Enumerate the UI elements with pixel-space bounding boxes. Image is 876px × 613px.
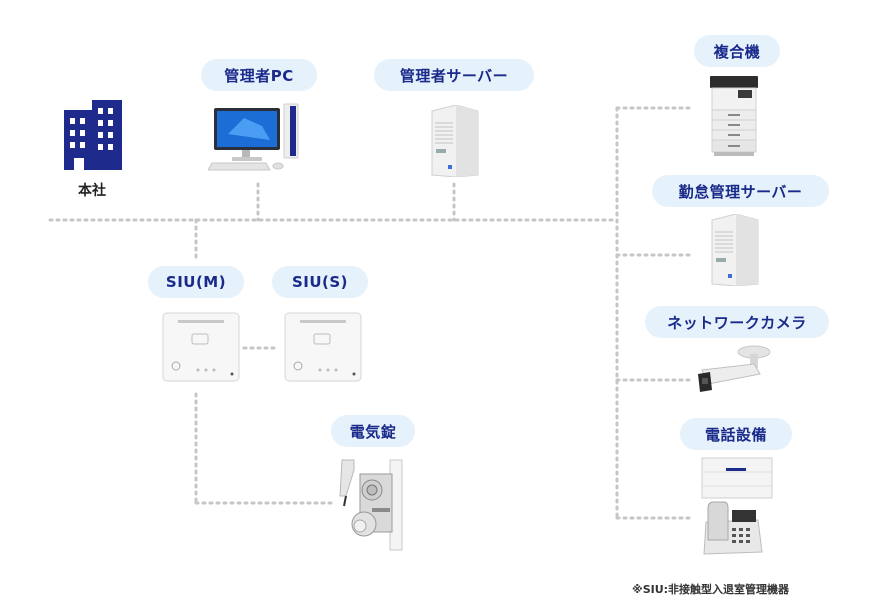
admin-server-icon xyxy=(426,105,482,177)
desk-phone-icon xyxy=(702,500,764,556)
headquarters-label: 本社 xyxy=(78,183,106,199)
mfp-label: 複合機 xyxy=(694,35,780,67)
siu-m-device-icon xyxy=(162,312,240,382)
admin-pc-label: 管理者PC xyxy=(201,59,317,91)
pbx-icon xyxy=(700,456,774,500)
phone-system-label: 電話設備 xyxy=(680,418,792,450)
network-camera-label: ネットワークカメラ xyxy=(645,306,829,338)
siu-s-device-icon xyxy=(284,312,362,382)
siu-footnote: ※SIU:非接触型入退室管理機器 xyxy=(632,583,790,596)
mfp-icon xyxy=(708,72,760,158)
admin-server-label: 管理者サーバー xyxy=(374,59,534,91)
attendance-server-icon xyxy=(706,214,762,286)
attendance-server-label: 勤怠管理サーバー xyxy=(652,175,829,207)
electric-lock-label: 電気錠 xyxy=(331,415,415,447)
desktop-pc-icon xyxy=(208,100,308,172)
building-icon xyxy=(62,98,124,172)
electric-lock-icon xyxy=(334,456,406,552)
siu-m-label: SIU(M) xyxy=(148,266,244,298)
siu-s-label: SIU(S) xyxy=(272,266,368,298)
camera-icon xyxy=(696,344,772,394)
